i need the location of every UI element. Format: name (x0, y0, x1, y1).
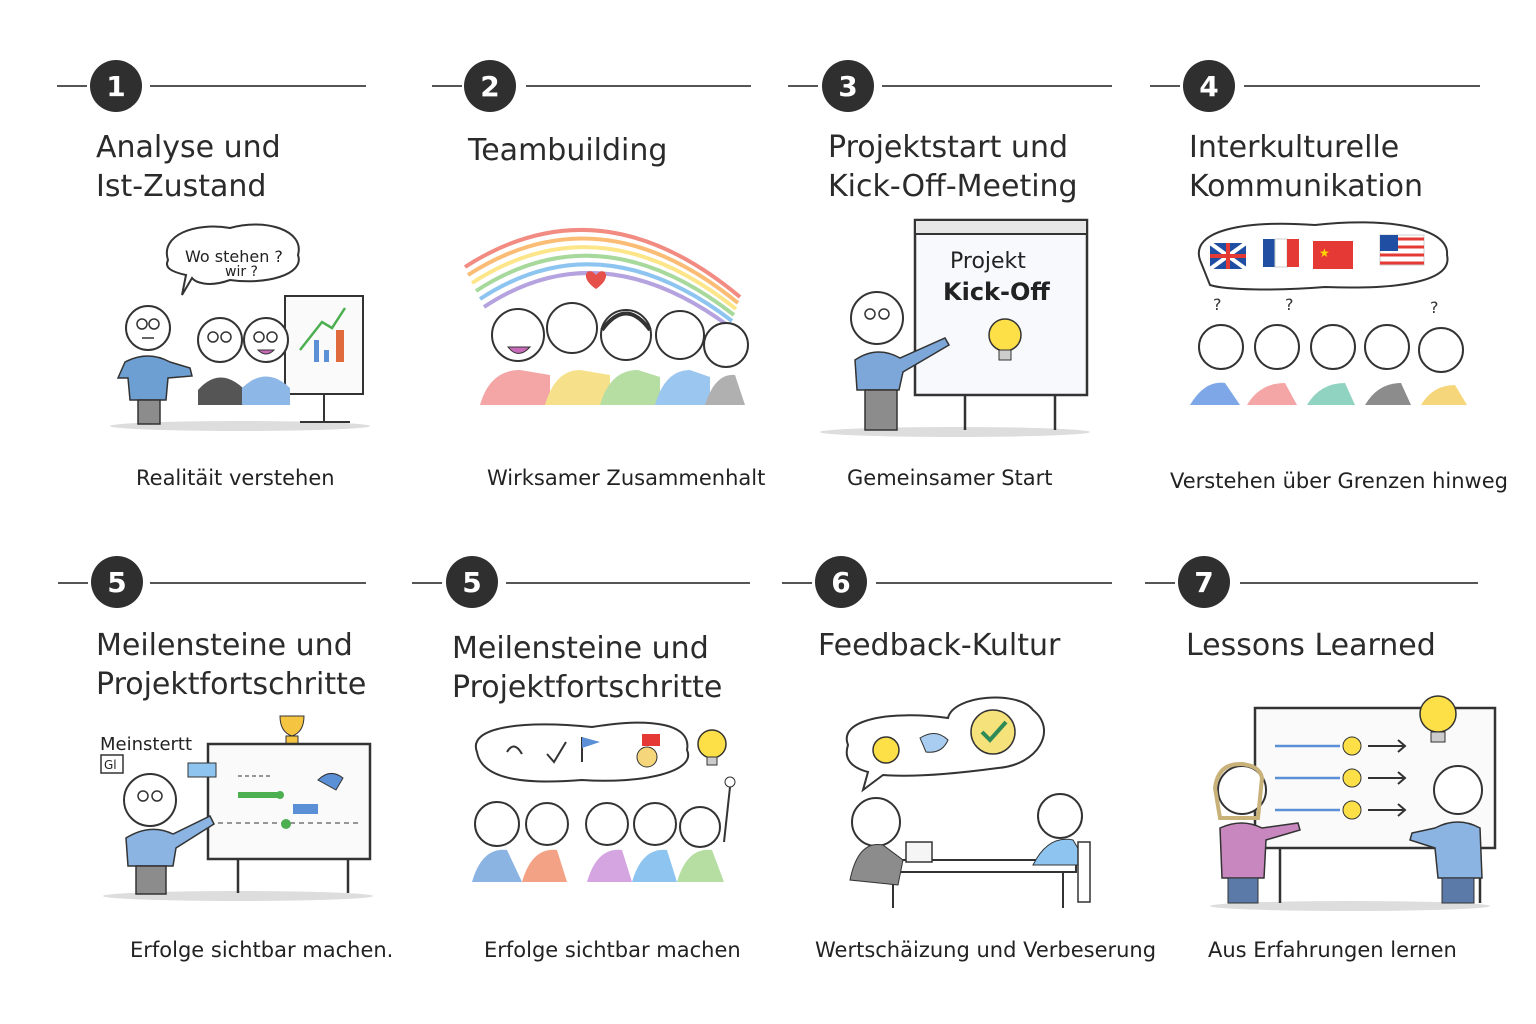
number-badge-1: 1 (90, 60, 142, 112)
line-step-3-left (788, 85, 818, 87)
step-5a-caption: Erfolge sichtbar machen. (130, 938, 394, 962)
step-5b-illustration (462, 712, 752, 887)
svg-text:wir ?: wir ? (225, 264, 258, 280)
step-7-title: Lessons Learned (1186, 628, 1436, 663)
board-text-kickoff: Kick-Off (943, 278, 1050, 306)
svg-text:?: ? (1213, 295, 1222, 314)
step-7-caption: Aus Erfahrungen lernen (1208, 938, 1457, 962)
step-3-title: Projektstart und Kick-Off-Meeting (828, 130, 1078, 204)
step-3-caption: Gemeinsamer Start (847, 466, 1053, 490)
number-badge-7: 7 (1178, 556, 1230, 608)
line-step-6-right (876, 582, 1112, 584)
step-6-title: Feedback-Kultur (818, 628, 1061, 663)
step-1-title: Analyse und Ist-Zustand (96, 130, 281, 204)
line-step-5a-left (58, 582, 88, 584)
line-step-2-right (526, 85, 751, 87)
line-step-1-right (150, 85, 366, 87)
board-text-projekt: Projekt (950, 249, 1026, 274)
step-3-illustration: Projekt Kick-Off (815, 210, 1105, 440)
step-5a-title: Meilensteine und Projektfortschritte (96, 628, 367, 702)
line-step-1-left (57, 85, 87, 87)
step-5a-illustration: Meinstertt Gl (98, 708, 383, 903)
line-step-4-left (1150, 85, 1180, 87)
number-badge-5b: 5 (446, 556, 498, 608)
step-2-illustration (460, 205, 750, 415)
line-step-5a-right (150, 582, 366, 584)
line-step-2-left (432, 85, 462, 87)
step-2-title: Teambuilding (468, 133, 668, 168)
svg-text:?: ? (1430, 298, 1439, 317)
line-step-7-right (1240, 582, 1478, 584)
number-badge-2: 2 (464, 60, 516, 112)
number-badge-3: 3 (822, 60, 874, 112)
svg-text:Gl: Gl (104, 758, 117, 772)
line-step-5b-left (412, 582, 442, 584)
step-2-caption: Wirksamer Zusammenhalt (487, 466, 766, 490)
line-step-4-right (1244, 85, 1480, 87)
svg-text:?: ? (1285, 295, 1294, 314)
step-6-caption: Wertschäizung und Verbeserung (815, 938, 1157, 962)
step-4-caption: Verstehen über Grenzen hinweg (1170, 469, 1508, 493)
step-5b-caption: Erfolge sichtbar machen (484, 938, 741, 962)
number-badge-6: 6 (815, 556, 867, 608)
step-1-illustration: Wo stehen ? wir ? (100, 200, 380, 435)
step-4-illustration: ★ ? ? ? (1185, 215, 1475, 415)
svg-text:★: ★ (1319, 246, 1330, 260)
line-step-3-right (882, 85, 1112, 87)
number-badge-5a: 5 (91, 556, 143, 608)
line-step-6-left (782, 582, 812, 584)
board-label: Meinstertt (100, 734, 192, 755)
step-4-title: Interkulturelle Kommunikation (1189, 130, 1424, 204)
step-5b-title: Meilensteine und Projektfortschritte (452, 631, 723, 705)
step-6-illustration (838, 690, 1098, 915)
line-step-5b-right (506, 582, 750, 584)
number-badge-4: 4 (1183, 60, 1235, 112)
step-1-caption: Realitäit verstehen (136, 466, 335, 490)
step-7-illustration (1200, 678, 1500, 913)
line-step-7-left (1145, 582, 1175, 584)
bubble-text-1: Wo stehen ? (185, 247, 283, 266)
